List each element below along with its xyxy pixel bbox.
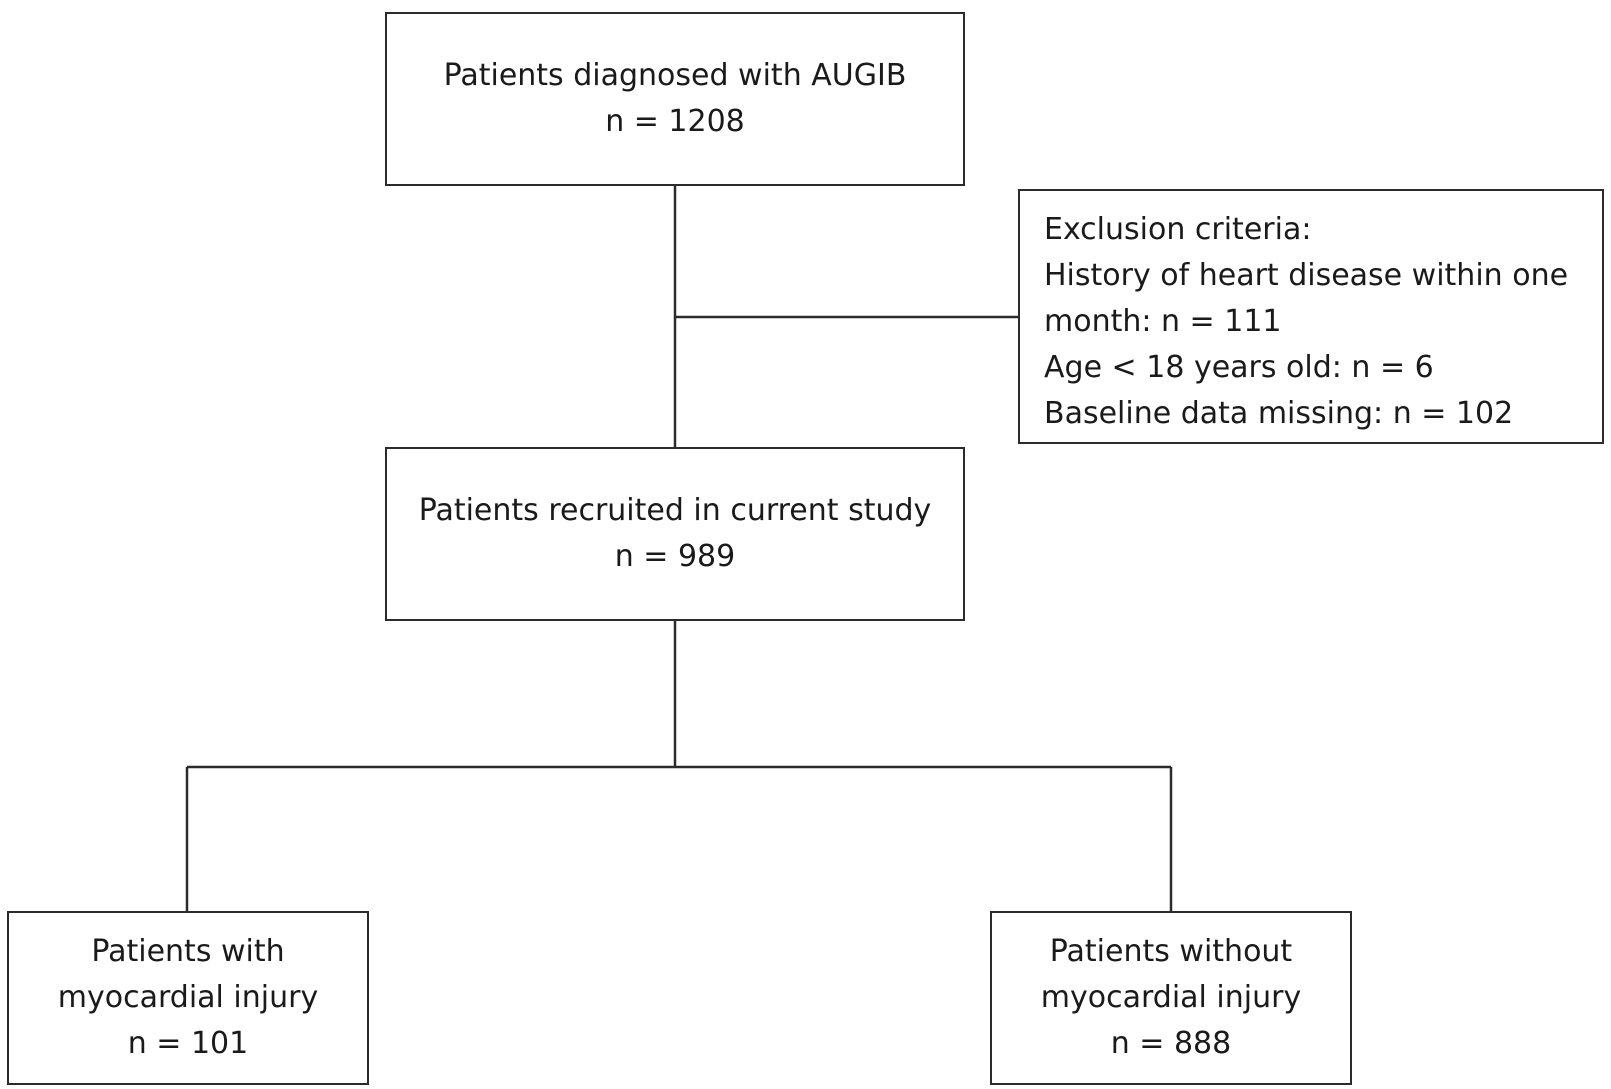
with-injury-box: Patients with myocardial injury n = 101 <box>7 911 369 1085</box>
with-injury-line1: Patients with <box>91 934 285 969</box>
diagnosed-title: Patients diagnosed with AUGIB <box>443 58 907 93</box>
diagnosed-count: n = 1208 <box>605 104 745 139</box>
exclusion-box: Exclusion criteria: History of heart dis… <box>1018 189 1604 444</box>
exclusion-heading: Exclusion criteria: <box>1044 212 1312 247</box>
exclusion-heart-disease-line2: month: n = 111 <box>1044 304 1282 339</box>
with-injury-line2: myocardial injury <box>57 980 319 1015</box>
with-injury-count: n = 101 <box>127 1026 249 1061</box>
diagnosed-box: Patients diagnosed with AUGIB n = 1208 <box>385 12 965 186</box>
recruited-title: Patients recruited in current study <box>418 493 932 528</box>
exclusion-heart-disease-line1: History of heart disease within one <box>1044 258 1569 293</box>
exclusion-age: Age < 18 years old: n = 6 <box>1044 350 1434 385</box>
without-injury-line1: Patients without <box>1049 934 1293 969</box>
recruited-box: Patients recruited in current study n = … <box>385 447 965 621</box>
without-injury-count: n = 888 <box>1110 1026 1232 1061</box>
without-injury-line2: myocardial injury <box>1040 980 1302 1015</box>
exclusion-baseline-missing: Baseline data missing: n = 102 <box>1044 396 1514 431</box>
without-injury-box: Patients without myocardial injury n = 8… <box>990 911 1352 1085</box>
recruited-count: n = 989 <box>614 539 736 574</box>
